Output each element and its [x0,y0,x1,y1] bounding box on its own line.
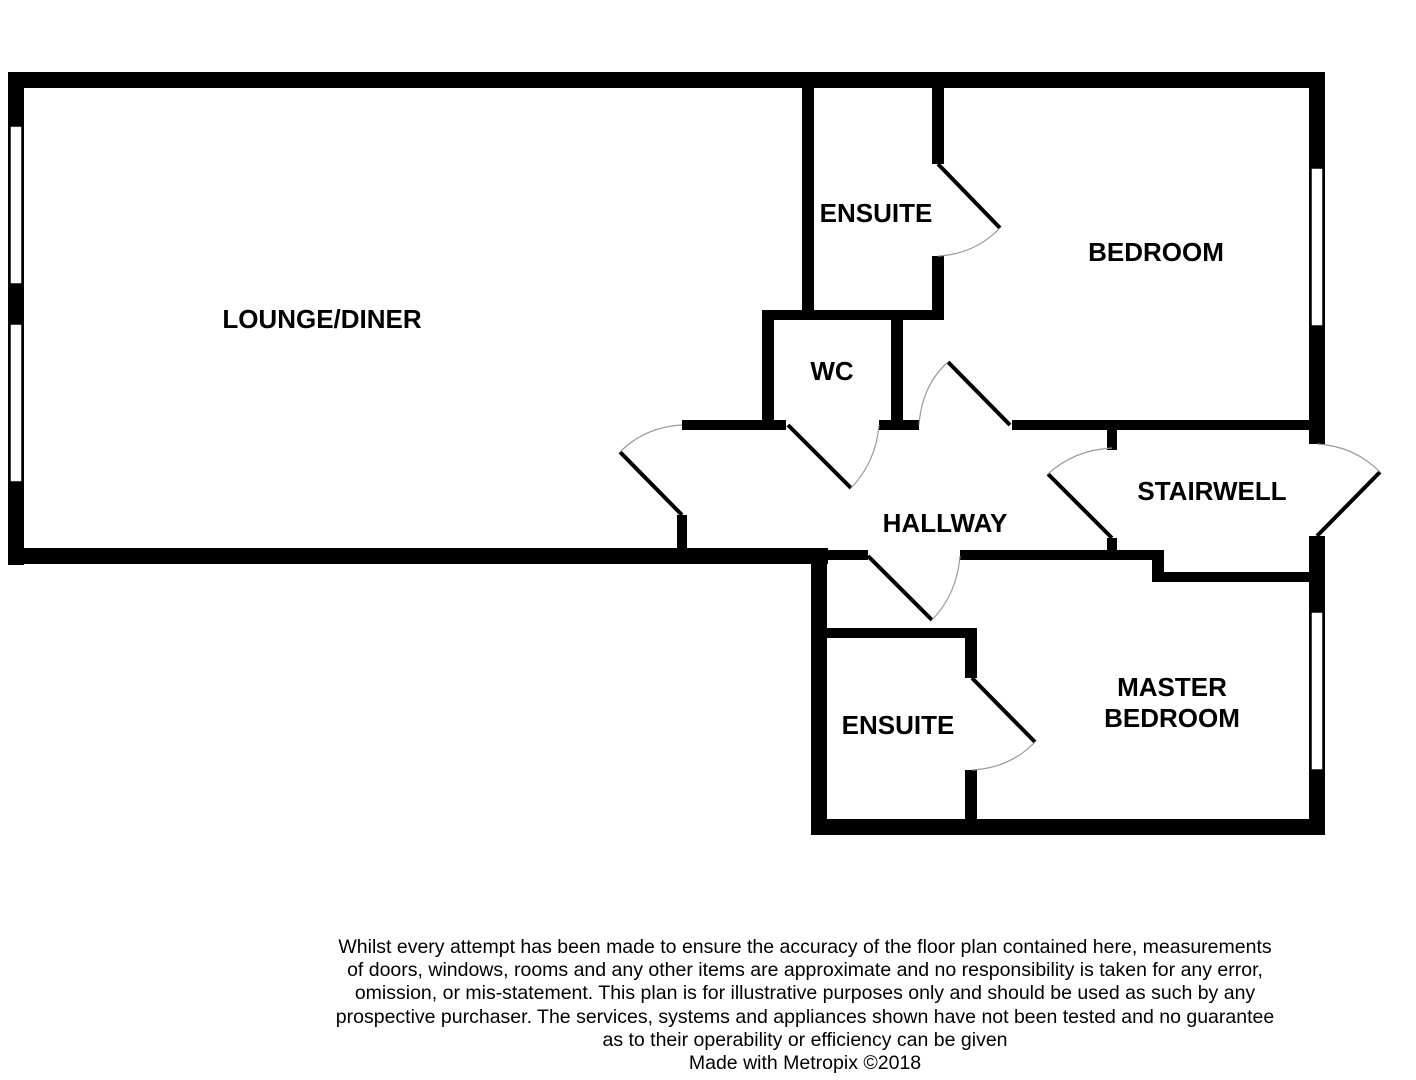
room-label-master-bedroom-line1: MASTER [1117,672,1227,702]
doors [618,162,1382,771]
room-label-wc: WC [810,356,854,386]
disclaimer-line: omission, or mis-statement. This plan is… [354,982,1256,1005]
door-wc [786,423,880,490]
room-label-master-bedroom-line2: BEDROOM [1104,703,1240,733]
disclaimer: Whilst every attempt has been made to en… [300,936,1310,1075]
door-ensuite-lower [970,676,1037,771]
window-lounge-upper [9,125,23,285]
disclaimer-line: Whilst every attempt has been made to en… [338,936,1272,958]
door-ensuite-upper [936,162,1002,257]
door-master-bedroom [866,554,961,622]
window-lounge-lower [9,323,23,483]
room-label-stairwell: STAIRWELL [1137,476,1286,506]
door-stairwell-right [1315,443,1382,538]
room-labels: LOUNGE/DINER ENSUITE BEDROOM WC HALLWAY … [222,198,1286,740]
door-bedroom [918,360,1012,427]
room-label-ensuite-upper: ENSUITE [820,198,933,228]
room-label-bedroom: BEDROOM [1088,237,1224,267]
room-label-ensuite-lower: ENSUITE [842,710,955,740]
metropix-credit: Made with Metropix ©2018 [688,1052,922,1075]
window-master-bedroom [1310,611,1324,771]
door-stairwell-left [1046,447,1114,540]
windows [9,125,1324,771]
room-label-lounge-diner: LOUNGE/DINER [222,304,422,334]
disclaimer-line: prospective purchaser. The services, sys… [335,1005,1275,1028]
door-lounge [618,424,684,517]
interior-walls [677,88,1318,826]
room-label-hallway: HALLWAY [883,508,1008,538]
disclaimer-line: as to their operability or efficiency ca… [602,1028,1008,1051]
window-bedroom [1310,167,1324,327]
disclaimer-line: of doors, windows, rooms and any other i… [347,959,1263,982]
